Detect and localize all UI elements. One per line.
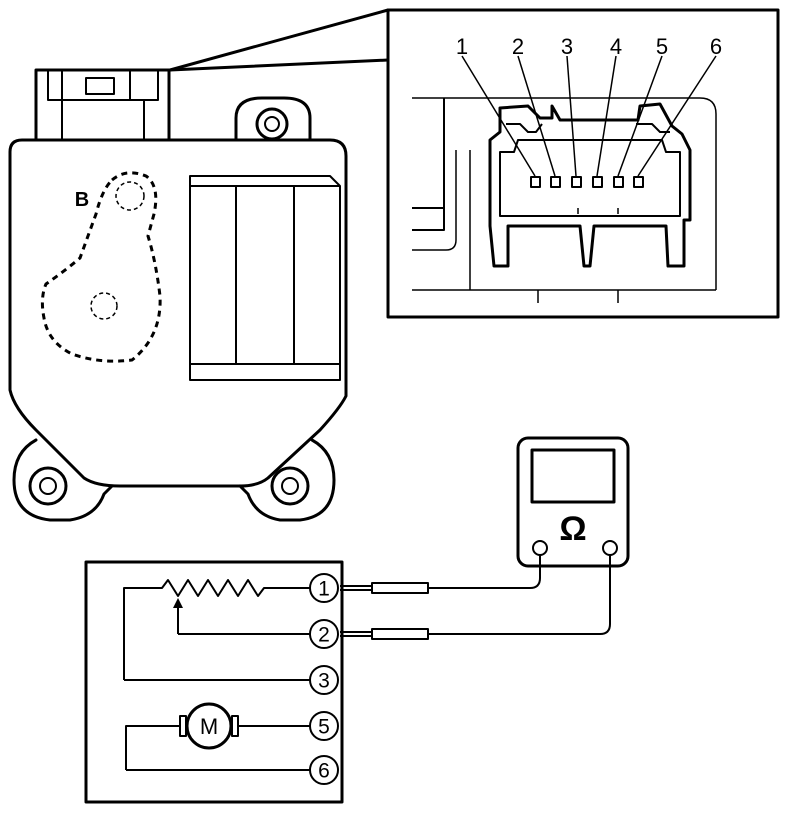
- actuator-top-mount: [234, 96, 312, 142]
- connector-detail-callout: 1 2 3 4 5 6: [386, 8, 780, 319]
- actuator-body: B: [8, 68, 348, 522]
- terminal-pin-6: [633, 176, 644, 188]
- connector-detail-body: [488, 102, 692, 268]
- terminal-pin-2: [550, 176, 561, 188]
- actuator-connector-housing: [34, 68, 171, 142]
- terminal-label-6: 6: [318, 760, 330, 783]
- pin-number-6: 6: [710, 34, 722, 59]
- ohmmeter-probe-jack-left: [532, 540, 548, 556]
- potentiometer: [123, 579, 310, 681]
- callout-leader-lines: [168, 8, 390, 72]
- probe-1: [371, 582, 429, 594]
- schematic-terminals: 1 2 3 5 6: [309, 573, 339, 785]
- ohm-symbol: Ω: [559, 510, 586, 548]
- actuator-bottom-left-mount: [12, 438, 114, 522]
- ohmmeter: Ω: [516, 436, 630, 568]
- actuator-schematic: M 1 2 3 5 6: [84, 560, 344, 804]
- terminal-label-1: 1: [318, 578, 330, 601]
- terminal-pin-3: [571, 176, 582, 188]
- pin-number-1: 1: [456, 34, 468, 59]
- actuator-bottom-right-mount: [238, 438, 336, 522]
- ohmmeter-body: [516, 436, 630, 568]
- motor-symbol: [185, 702, 233, 750]
- pin-number-5: 5: [656, 34, 668, 59]
- terminal-label-2: 2: [318, 624, 330, 647]
- terminal-pin-4: [592, 176, 603, 188]
- terminal-label-5: 5: [318, 716, 330, 739]
- pin-number-4: 4: [610, 34, 622, 59]
- actuator-side-block: [189, 175, 341, 381]
- probe-2: [371, 628, 429, 640]
- ohmmeter-probe-jack-right: [602, 540, 618, 556]
- ohmmeter-display: [530, 448, 616, 504]
- motor: M: [125, 702, 310, 771]
- pin-number-labels: 1 2 3 4 5 6: [456, 34, 722, 59]
- terminal-label-3: 3: [318, 670, 330, 693]
- pin-number-3: 3: [561, 34, 573, 59]
- motor-label: M: [200, 714, 218, 739]
- internal-lever-outline: B: [40, 171, 162, 363]
- actuator-housing-outline: [8, 138, 348, 488]
- terminal-pin-5: [613, 176, 624, 188]
- probe-leads: [340, 555, 611, 640]
- connector-detail-housing: [412, 97, 717, 303]
- connector-terminals: [530, 176, 644, 188]
- pin-leader-lines: [461, 55, 717, 177]
- terminal-pin-1: [530, 176, 541, 188]
- pin-number-2: 2: [512, 34, 524, 59]
- view-b-label: B: [75, 189, 89, 211]
- schematic-frame: [84, 560, 344, 804]
